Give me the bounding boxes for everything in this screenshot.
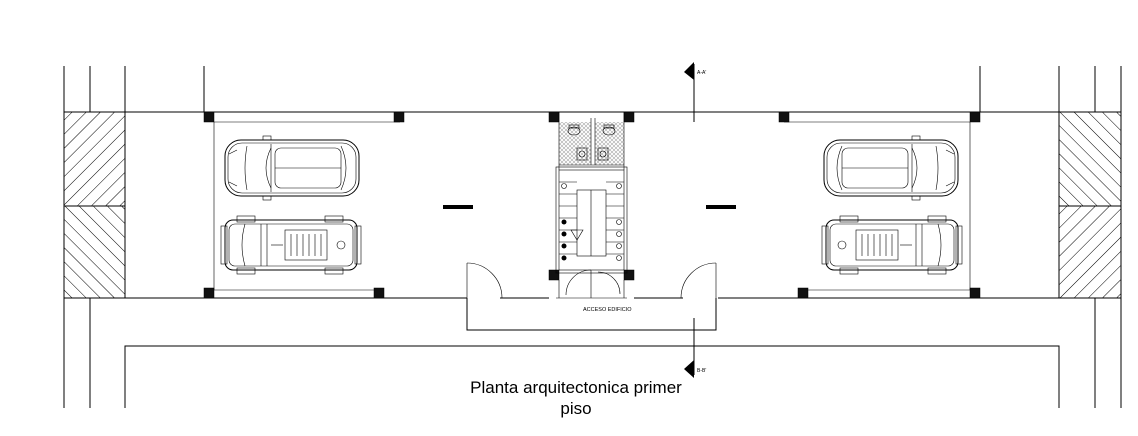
parking-marker-left: [443, 205, 473, 209]
door-swing-icon: [680, 262, 717, 299]
toilet-icon: [567, 124, 581, 136]
stair-treads: [559, 181, 624, 261]
plan-title: Planta arquitectonica primer piso: [446, 377, 706, 419]
section-marker-icon: A-A': [684, 62, 706, 122]
plan-title-line2: piso: [560, 399, 592, 418]
door-swing-icon: [565, 269, 592, 298]
entrance-vestibule: [443, 280, 717, 331]
parking-marker-right: [706, 205, 736, 209]
columns: [203, 111, 981, 299]
section-marker-icon: B-B': [684, 318, 706, 378]
car-icon: [224, 135, 360, 201]
central-core: [555, 112, 628, 274]
toilet-icon: [602, 124, 616, 136]
car-icon: [823, 135, 959, 201]
suv-icon: [821, 215, 963, 275]
entrance-label: ACCESO EDIFICIO: [583, 307, 632, 313]
lot-lines: [63, 66, 1122, 408]
suv-icon: [220, 215, 362, 275]
section-label-bottom: B-B': [697, 368, 706, 374]
door-swing-icon: [597, 271, 621, 295]
door-swing-icon: [466, 262, 503, 299]
section-label-top: A-A': [697, 70, 706, 76]
plan-title-line1: Planta arquitectonica primer: [470, 378, 682, 397]
hatched-walls: [63, 111, 1122, 299]
sink-icon: [576, 147, 588, 161]
sink-icon: [597, 147, 609, 161]
